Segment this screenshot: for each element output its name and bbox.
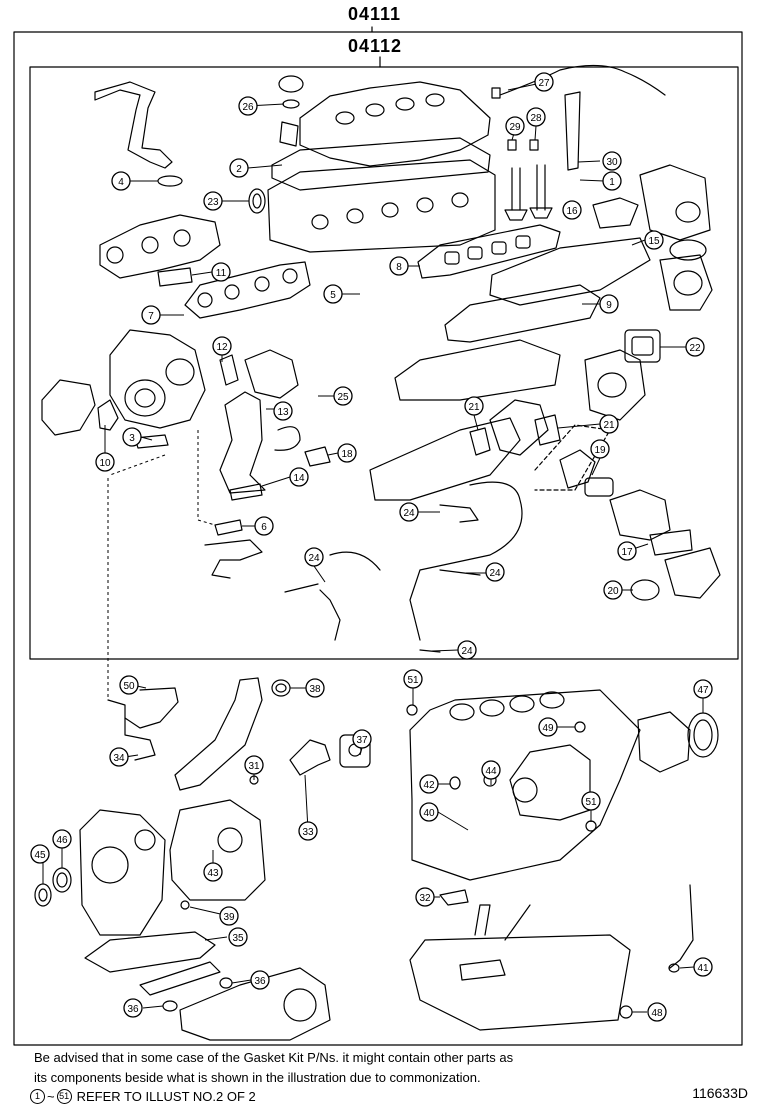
callout-32: 32 (419, 893, 431, 904)
callout-7: 7 (148, 311, 154, 322)
inner-kit-frame (29, 66, 739, 660)
egr-cooler (369, 417, 521, 501)
callout-6: 6 (261, 522, 267, 533)
illustration-id: 116633D (692, 1085, 748, 1101)
intake-gasket (417, 224, 561, 279)
outer-kit-number: 04111 (348, 4, 402, 24)
ref-text: REFER TO ILLUST NO.2 OF 2 (76, 1089, 256, 1104)
timing-cover (79, 809, 166, 936)
callout-18: 18 (341, 449, 353, 460)
callout-13: 13 (277, 407, 289, 418)
commonization-note-line1: Be advised that in some case of the Gask… (34, 1050, 514, 1065)
reference-line: 1 ~ 51 REFER TO ILLUST NO.2 OF 2 (30, 1089, 256, 1104)
ref-end-callout: 51 (56, 1089, 72, 1104)
callout-40: 40 (423, 808, 435, 819)
callout-24a: 24 (403, 508, 415, 519)
callout-29: 29 (509, 122, 521, 133)
callout-14: 14 (293, 473, 305, 484)
water-inlet-pipe (174, 677, 263, 791)
intake-manifold (489, 237, 651, 306)
callout-38: 38 (309, 684, 321, 695)
callout-10: 10 (99, 458, 111, 469)
callout-24d: 24 (461, 646, 473, 657)
callout-33: 33 (302, 827, 314, 838)
callout-45: 45 (34, 850, 46, 861)
callout-9: 9 (606, 300, 612, 311)
ref-tilde: ~ (47, 1089, 55, 1104)
callout-44: 44 (485, 766, 497, 777)
callout-16: 16 (566, 206, 578, 217)
callout-17: 17 (621, 547, 633, 558)
callout-15: 15 (648, 236, 660, 247)
callout-23: 23 (207, 197, 219, 208)
callout-35: 35 (232, 933, 244, 944)
callout-28: 28 (530, 113, 542, 124)
callout-49: 49 (542, 723, 554, 734)
gauge-guide (94, 81, 173, 169)
callout-39: 39 (223, 912, 235, 923)
callout-20: 20 (607, 586, 619, 597)
cylinder-head (267, 159, 496, 253)
callout-25: 25 (337, 392, 349, 403)
callout-42: 42 (423, 780, 435, 791)
callout-8: 8 (396, 262, 402, 273)
callout-22: 22 (689, 343, 701, 354)
callout-41: 41 (697, 963, 709, 974)
callout-19: 19 (594, 445, 606, 456)
turbocharger (109, 329, 206, 429)
exhaust-manifold (99, 214, 221, 279)
commonization-note-line2: its components beside what is shown in t… (34, 1070, 481, 1085)
callout-43: 43 (207, 868, 219, 879)
callout-26: 26 (242, 102, 254, 113)
callout-47: 47 (697, 685, 709, 696)
callout-36a: 36 (254, 976, 266, 987)
callout-24c: 24 (489, 568, 501, 579)
callout-36b: 36 (127, 1004, 139, 1015)
callout-31: 31 (248, 761, 260, 772)
callout-30: 30 (606, 157, 618, 168)
inner-kit-number: 04112 (348, 36, 403, 56)
callout-1: 1 (609, 177, 615, 188)
callout-51a: 51 (407, 675, 419, 686)
head-cover (299, 81, 491, 167)
callout-24b: 24 (308, 553, 320, 564)
callout-46: 46 (56, 835, 68, 846)
callout-34: 34 (113, 753, 125, 764)
callout-5: 5 (330, 290, 336, 301)
callout-21b: 21 (603, 420, 615, 431)
callout-51b: 51 (585, 797, 597, 808)
callout-50: 50 (123, 681, 135, 692)
callout-12: 12 (216, 342, 228, 353)
ref-start-callout: 1 (30, 1089, 45, 1104)
callout-4: 4 (118, 177, 124, 188)
exhaust-gasket (184, 261, 311, 319)
callout-3: 3 (129, 433, 135, 444)
callout-37: 37 (356, 735, 368, 746)
callout-21a: 21 (468, 402, 480, 413)
oil-pan (409, 934, 631, 1031)
head-cover-gasket (271, 137, 491, 191)
callout-48: 48 (651, 1008, 663, 1019)
outer-kit-frame (13, 26, 743, 1046)
callout-2: 2 (236, 164, 242, 175)
cylinder-block (409, 689, 641, 881)
callout-27: 27 (538, 78, 550, 89)
callout-11: 11 (216, 268, 227, 279)
